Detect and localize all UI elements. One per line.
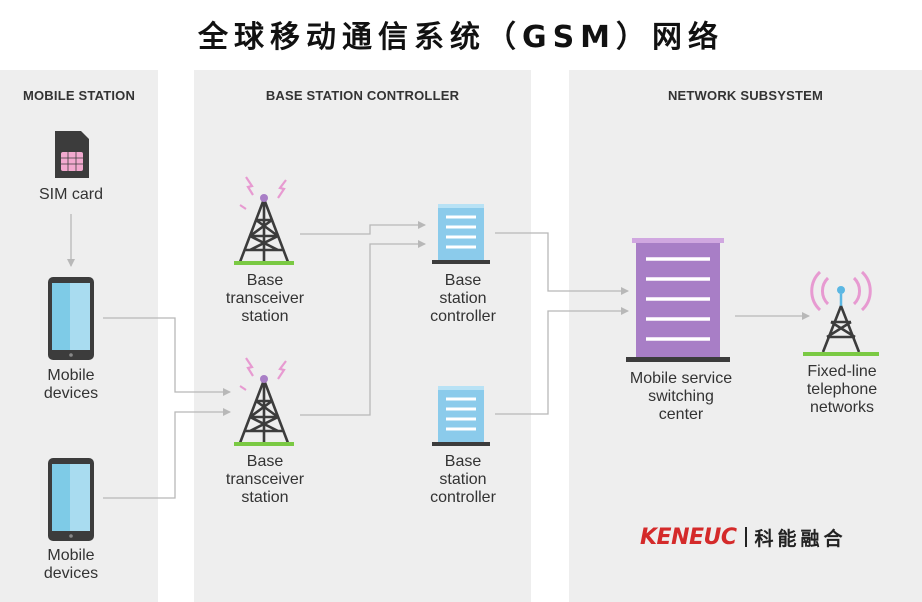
panel-heading-base-station-controller: BASE STATION CONTROLLER <box>265 88 460 103</box>
logo-chinese-name: 科能融合 <box>754 527 847 550</box>
connector-bts2-to-bsc1 <box>300 240 426 416</box>
connector-bts1-to-bsc1 <box>300 221 426 235</box>
bts-label: Base transceiver station <box>225 272 305 325</box>
mobile-devices-label: Mobile devices <box>43 367 99 402</box>
server-icon <box>432 386 490 446</box>
cell-tower-icon <box>234 357 294 446</box>
panel-heading-mobile-station: MOBILE STATION <box>22 88 136 103</box>
pstn-label: Fixed-line telephone networks <box>806 363 878 416</box>
mobile-phone-icon <box>48 458 94 541</box>
bts-label: Base transceiver station <box>225 453 305 506</box>
bsc-label: Base station controller <box>430 272 496 325</box>
panel-heading-network-subsystem: NETWORK SUBSYSTEM <box>667 88 824 103</box>
connector-phone1-to-bts2 <box>103 317 231 396</box>
logo-separator <box>744 527 747 547</box>
page-title: 全球移动通信系统（GSM）网络 <box>197 20 725 55</box>
sim-card-label: SIM card <box>38 186 103 203</box>
connector-lines <box>67 214 810 499</box>
switching-center-icon <box>626 238 730 362</box>
connector-bsc2-to-msc <box>495 307 629 415</box>
connector-phone2-to-bts2 <box>103 408 231 499</box>
sim-card-icon <box>55 131 89 178</box>
server-icon <box>432 204 490 264</box>
connector-bsc1-to-msc <box>495 232 629 295</box>
panel-network-subsystem: NETWORK SUBSYSTEM <box>569 70 922 602</box>
panel-base-station-controller: BASE STATION CONTROLLER <box>194 70 531 602</box>
logo-wordmark: KENEUC <box>640 524 737 550</box>
msc-label: Mobile service switching center <box>629 370 733 423</box>
bsc-label: Base station controller <box>430 453 496 506</box>
antenna-tower-icon <box>803 270 879 356</box>
mobile-devices-label: Mobile devices <box>43 547 99 582</box>
cell-tower-icon <box>234 176 294 265</box>
mobile-phone-icon <box>48 277 94 360</box>
brand-logo: KENEUC 科能融合 <box>640 522 890 552</box>
